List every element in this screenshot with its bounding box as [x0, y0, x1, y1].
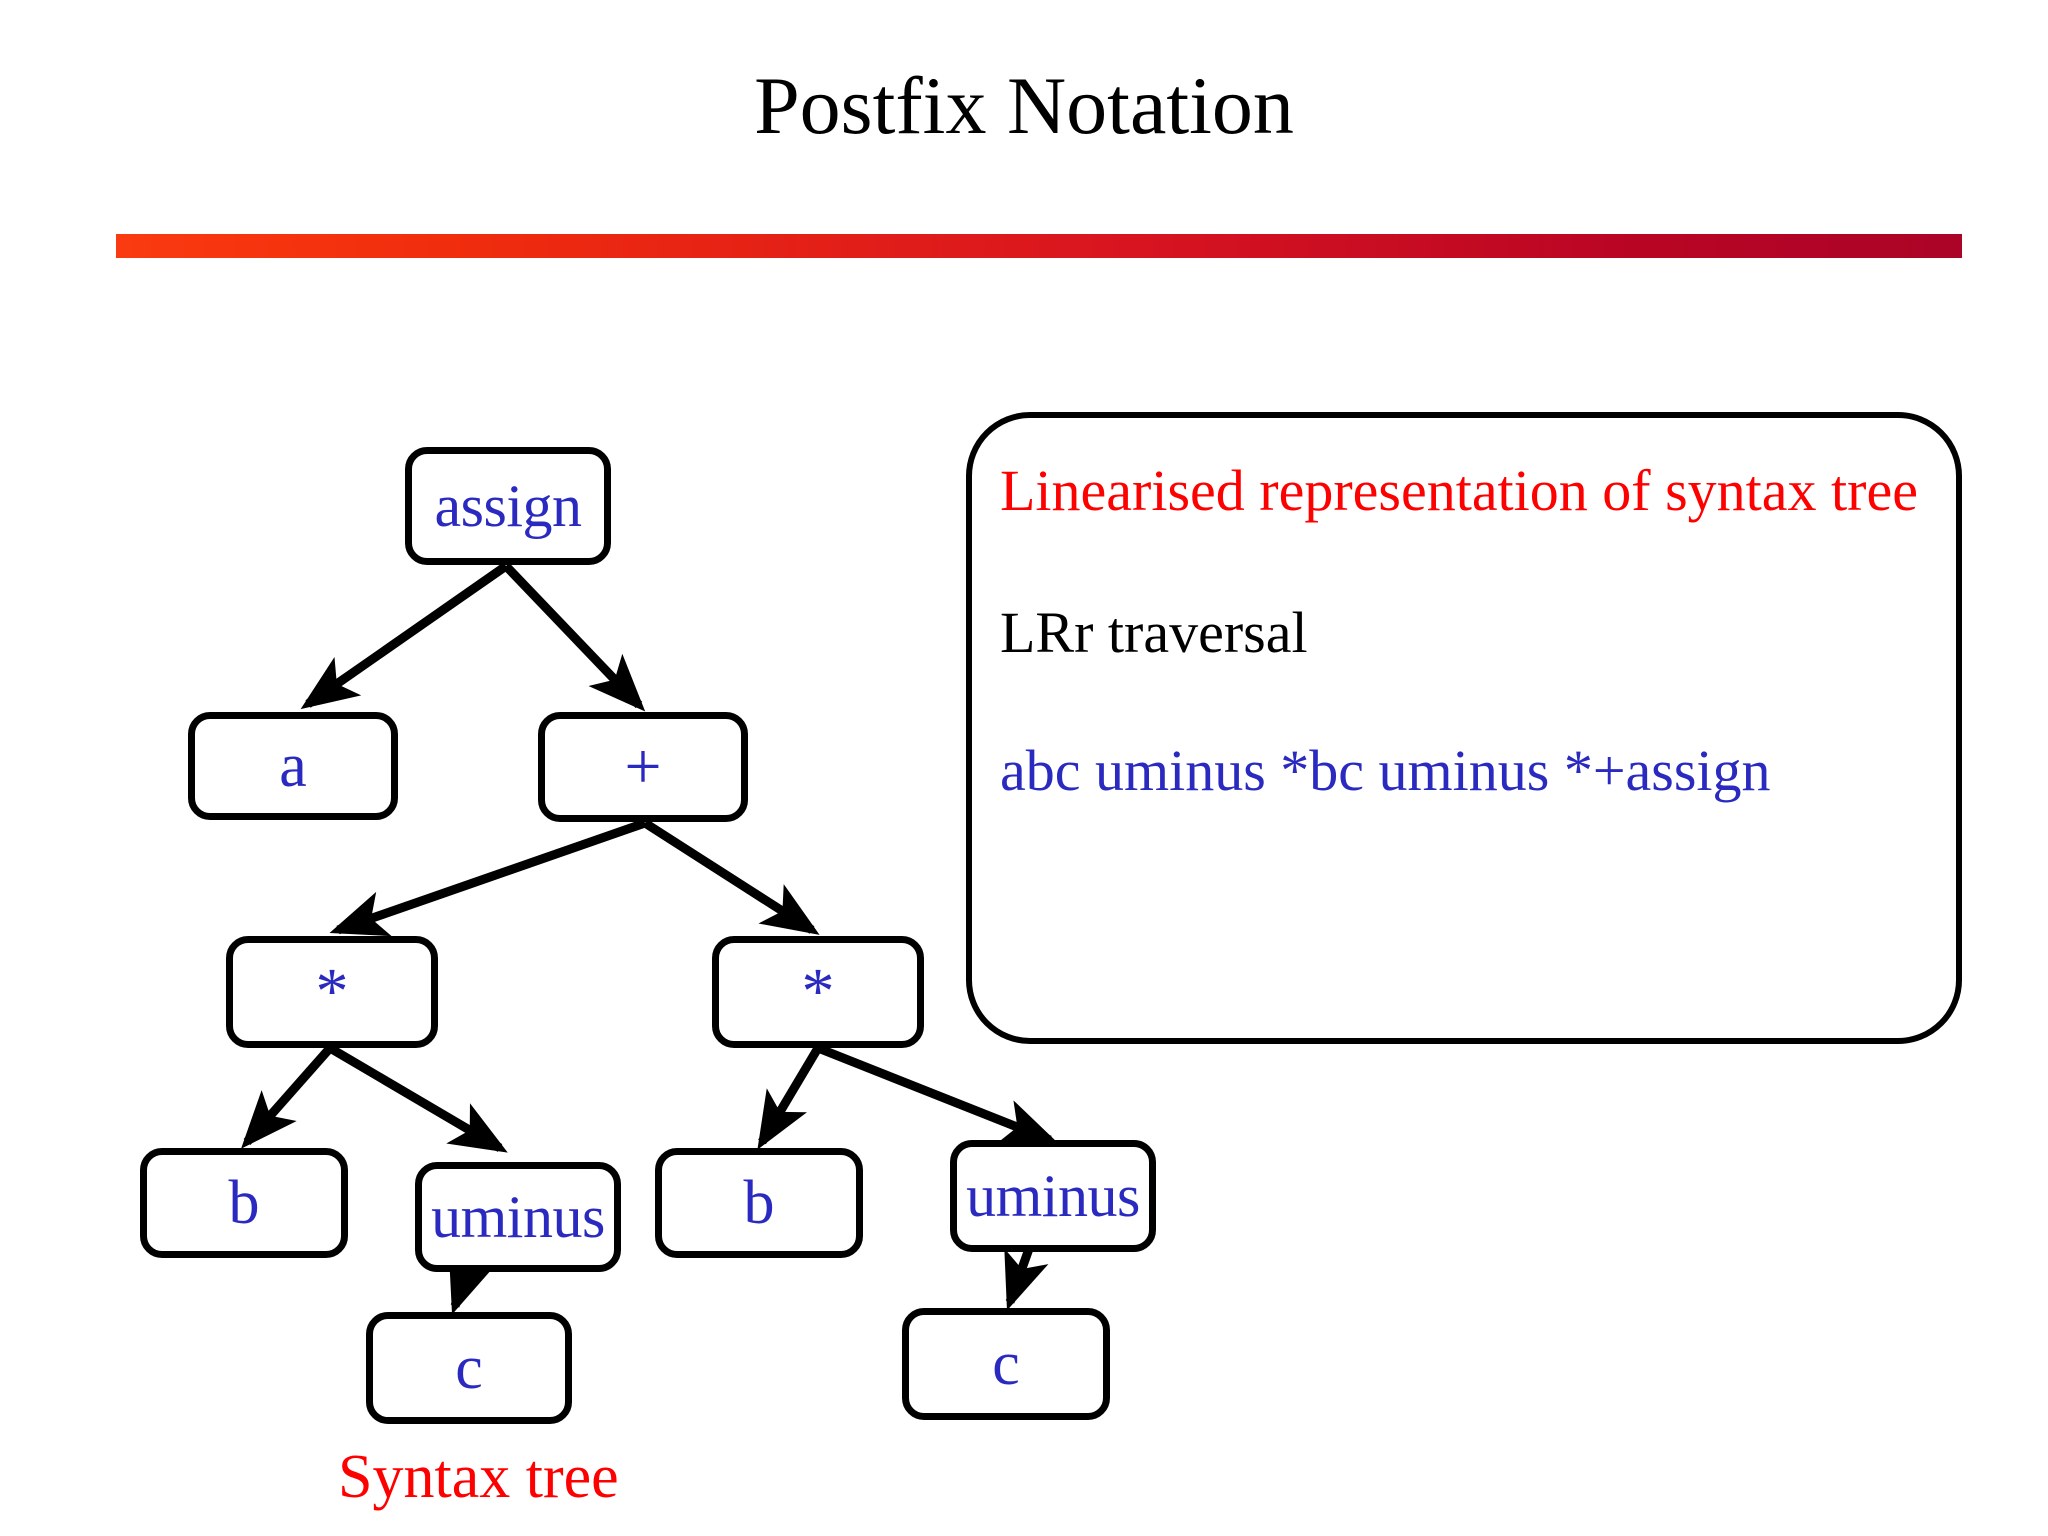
tree-node-uminus-right[interactable]: uminus [950, 1140, 1156, 1252]
edge-mulleft-uminusleft [327, 1044, 508, 1153]
tree-node-uminus-left[interactable]: uminus [415, 1162, 621, 1272]
info-line-linearised: Linearised representation of syntax tree [1000, 458, 1918, 523]
tree-node-assign[interactable]: assign [405, 447, 611, 565]
tree-node-c-left[interactable]: c [366, 1312, 572, 1424]
tree-node-b-right[interactable]: b [655, 1148, 863, 1258]
syntax-tree-caption: Syntax tree [338, 1443, 619, 1511]
tree-node-b-left-label: b [228, 1169, 260, 1237]
info-spacer-2 [1000, 668, 1938, 736]
edge-plus-mulright [642, 819, 820, 935]
page-title: Postfix Notation [754, 60, 1294, 151]
tree-node-mul-left-label: * [315, 955, 349, 1028]
tree-node-mul-right-label: * [801, 955, 835, 1028]
tree-node-mul-left[interactable]: * [226, 936, 438, 1048]
tree-node-uminus-left-label: uminus [431, 1184, 605, 1250]
edge-mulright-bright [757, 1045, 822, 1150]
info-line-postfix: abc uminus *bc uminus *+assign [1000, 738, 1771, 803]
edge-mulright-uminusright [816, 1043, 1059, 1145]
tree-node-a-label: a [279, 732, 307, 800]
tree-node-b-right-label: b [743, 1169, 775, 1237]
edge-mulleft-bleft [241, 1045, 334, 1149]
tree-node-uminus-right-label: uminus [966, 1163, 1140, 1229]
info-line-traversal: LRr traversal [1000, 600, 1308, 665]
tree-node-mul-right[interactable]: * [712, 936, 924, 1048]
tree-node-plus[interactable]: + [538, 712, 748, 822]
edge-plus-mulleft [329, 818, 647, 937]
edge-assign-a [300, 562, 509, 710]
tree-node-a[interactable]: a [188, 712, 398, 820]
tree-node-c-right-label: c [992, 1330, 1020, 1398]
info-callout-content: Linearised representation of syntax tree… [1000, 456, 1938, 806]
tree-node-b-left[interactable]: b [140, 1148, 348, 1258]
info-spacer-1 [1000, 526, 1938, 598]
edge-assign-plus [502, 562, 646, 712]
title-divider-rule [116, 234, 1962, 258]
info-callout-box: Linearised representation of syntax tree… [966, 412, 1962, 1044]
tree-node-plus-label: + [624, 730, 662, 803]
tree-node-c-left-label: c [455, 1334, 483, 1402]
tree-node-c-right[interactable]: c [902, 1308, 1110, 1420]
tree-node-assign-label: assign [434, 473, 583, 539]
